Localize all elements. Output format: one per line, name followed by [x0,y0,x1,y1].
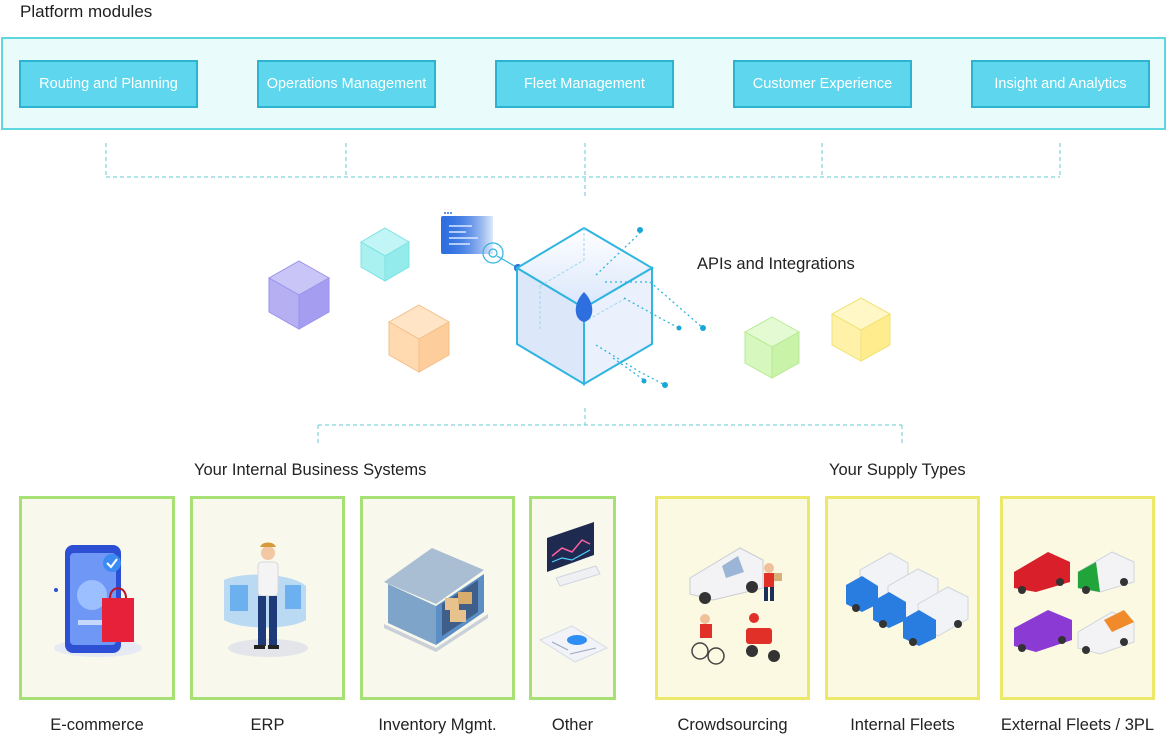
label-inventory-mgmt: Inventory Mgmt. [378,716,497,734]
yellow-cube-icon [830,297,892,362]
orange-cube-icon [387,304,451,373]
person-holographic-screens-icon [224,542,308,657]
card-crowdsourcing[interactable] [655,496,810,700]
label-external-fleets: External Fleets / 3PL [1000,716,1155,734]
label-internal-fleets: Internal Fleets [850,716,955,734]
card-inventory-mgmt[interactable] [360,496,515,700]
module-connectors [105,143,1061,196]
label-crowdsourcing: Crowdsourcing [677,716,788,734]
apis-and-integrations-label: APIs and Integrations [697,255,855,273]
monitor-and-report-icon [538,522,609,663]
smartphone-shopping-icon [54,545,142,657]
card-e-commerce[interactable] [19,496,175,700]
green-cube-icon [743,316,801,379]
colored-vans-icon [1014,551,1135,655]
internal-systems-heading: Your Internal Business Systems [194,461,427,479]
card-other[interactable] [529,496,616,700]
van-bike-scooter-couriers-icon [689,547,782,665]
module-insight-and-analytics[interactable]: Insight and Analytics [971,60,1150,108]
label-erp: ERP [250,716,285,734]
cyan-cube-icon [360,227,410,282]
module-fleet-management[interactable]: Fleet Management [495,60,674,108]
systems-connectors [317,408,903,445]
warehouse-boxes-icon [384,548,488,652]
label-e-commerce: E-commerce [50,716,144,734]
api-hub-cube-icon [515,226,706,388]
card-external-fleets[interactable] [1000,496,1155,700]
purple-cube-icon [267,260,331,330]
code-window-icon [441,212,522,272]
module-operations-management[interactable]: Operations Management [257,60,436,108]
card-internal-fleets[interactable] [825,496,980,700]
module-routing-and-planning[interactable]: Routing and Planning [19,60,198,108]
module-customer-experience[interactable]: Customer Experience [733,60,912,108]
blue-trucks-icon [846,552,969,646]
supply-types-heading: Your Supply Types [829,461,966,479]
card-erp[interactable] [190,496,345,700]
label-other: Other [551,716,594,734]
page-title: Platform modules [20,2,153,21]
